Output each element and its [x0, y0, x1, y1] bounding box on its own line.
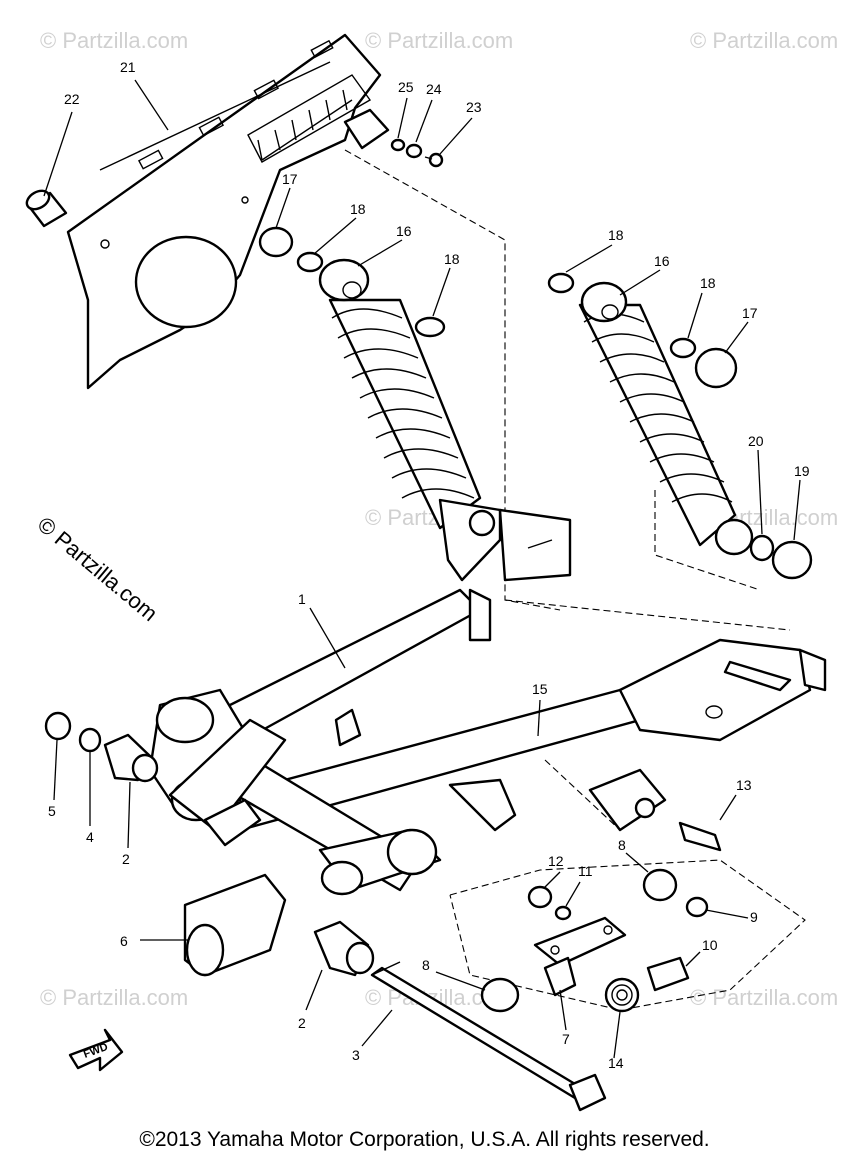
bolt-washers: [390, 138, 444, 168]
pivot-bushings: [44, 711, 375, 977]
chain-guard: [66, 33, 390, 390]
watermark: © Partzilla.com: [365, 28, 513, 53]
callout-leaders: [43, 79, 801, 1059]
callout-23: 23: [466, 99, 482, 115]
callout-18-right-b: 18: [700, 275, 716, 291]
grommet: [25, 189, 68, 228]
callout-22: 22: [64, 91, 80, 107]
watermark: © Partzilla.com: [690, 985, 838, 1010]
callout-12: 12: [548, 853, 564, 869]
callout-18-right-a: 18: [608, 227, 624, 243]
watermark: © Partzilla.com: [40, 28, 188, 53]
forward-arrow-icon: FWD: [68, 1028, 124, 1072]
rear-shock-left: [318, 258, 502, 582]
callout-9: 9: [750, 909, 758, 925]
callout-25: 25: [398, 79, 414, 95]
brake-hardware: [480, 821, 722, 1013]
callout-17-left: 17: [282, 171, 298, 187]
callout-11: 11: [578, 863, 593, 879]
callout-5: 5: [48, 803, 56, 819]
callout-8-left: 8: [422, 957, 430, 973]
callout-labels: 21 22 25 24 23 17 18 16 18 18 16 18 17 2…: [48, 59, 810, 1071]
callout-16-right: 16: [654, 253, 670, 269]
copyright-notice: ©2013 Yamaha Motor Corporation, U.S.A. A…: [139, 1128, 710, 1151]
swing-arm: [148, 508, 827, 896]
watermark: © Partzilla.com: [40, 985, 188, 1010]
callout-3: 3: [352, 1047, 360, 1063]
rear-shock-right: [578, 281, 754, 556]
callout-24: 24: [426, 81, 442, 97]
callout-17-right: 17: [742, 305, 758, 321]
callout-2-bottom: 2: [298, 1015, 306, 1031]
callout-6: 6: [120, 933, 128, 949]
watermark-main: © Partzilla.com: [33, 512, 163, 626]
callout-18-left-b: 18: [444, 251, 460, 267]
callout-19: 19: [794, 463, 810, 479]
callout-13: 13: [736, 777, 752, 793]
bushings-right: [547, 272, 813, 580]
callout-15: 15: [532, 681, 548, 697]
callout-14: 14: [608, 1055, 624, 1071]
bushings-left: [258, 226, 446, 338]
callout-7: 7: [562, 1031, 570, 1047]
callout-4: 4: [86, 829, 94, 845]
callout-8-right: 8: [618, 837, 626, 853]
callout-21: 21: [120, 59, 136, 75]
callout-2-left: 2: [122, 851, 130, 867]
watermark: © Partzilla.com: [690, 28, 838, 53]
callout-18-left-a: 18: [350, 201, 366, 217]
callout-10: 10: [702, 937, 718, 953]
callout-1: 1: [298, 591, 306, 607]
callout-16-left: 16: [396, 223, 412, 239]
assembly-guide-lines: [344, 149, 806, 1011]
callout-20: 20: [748, 433, 764, 449]
pivot-cover: [183, 873, 287, 977]
pivot-shaft: [370, 961, 607, 1112]
